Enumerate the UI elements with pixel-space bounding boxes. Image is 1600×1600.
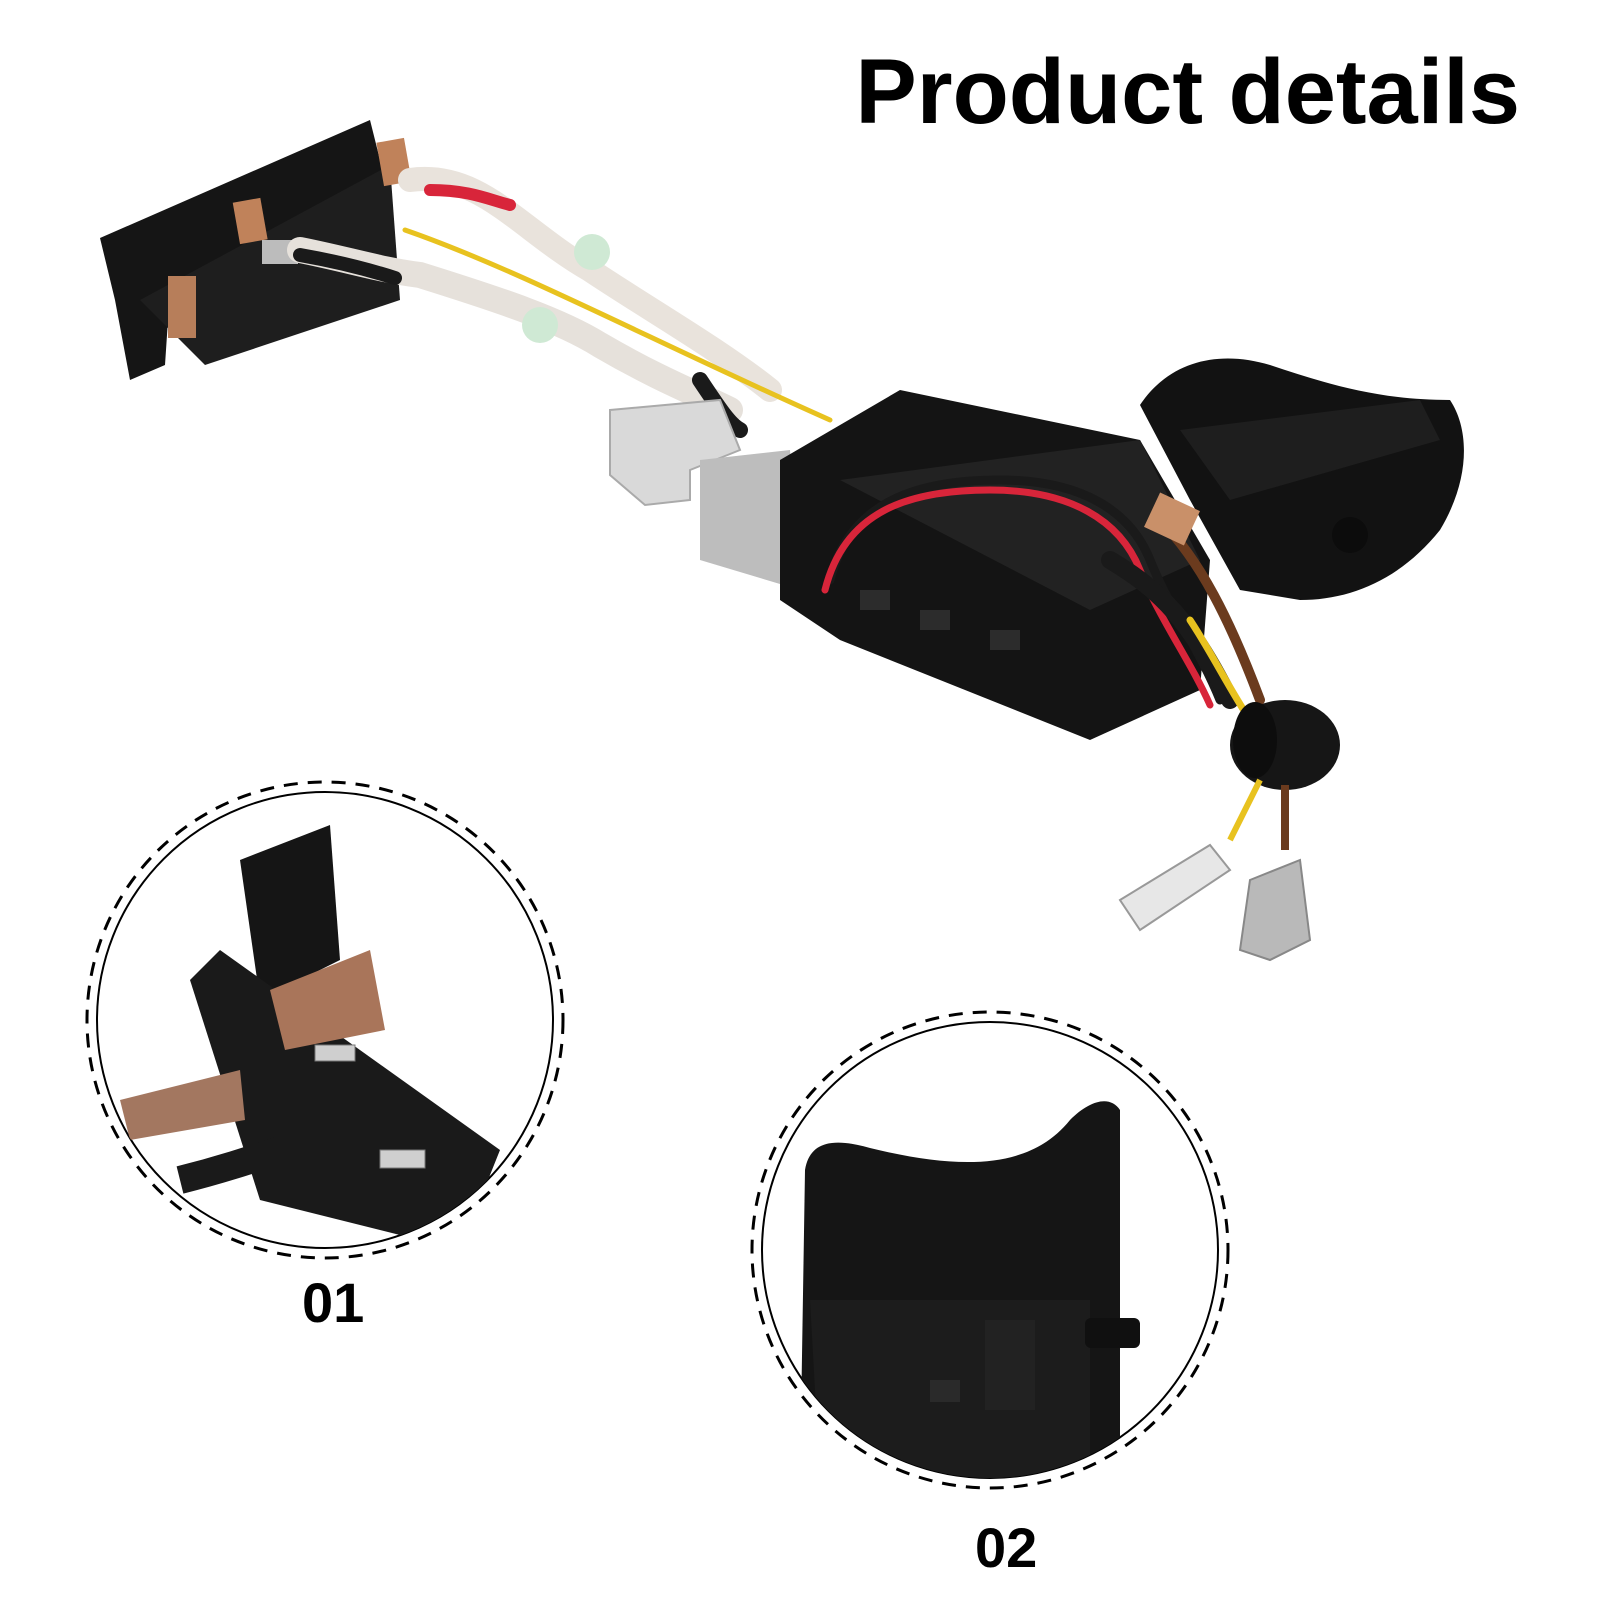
ferrite-bead xyxy=(1118,700,1340,962)
detail-02 xyxy=(750,1010,1230,1490)
housing-wires xyxy=(821,475,1265,724)
page-title: Product details xyxy=(855,41,1520,143)
terminal-bracket xyxy=(100,120,412,380)
wire-harness xyxy=(287,166,833,438)
switch-housing xyxy=(780,390,1210,740)
detail-label-01: 01 xyxy=(302,1271,365,1334)
metal-tab xyxy=(609,398,800,590)
dashed-ring-01 xyxy=(85,780,565,1260)
detail-01 xyxy=(85,780,565,1260)
detail-label-02: 02 xyxy=(975,1516,1038,1579)
dashed-ring-02 xyxy=(750,1010,1230,1490)
trigger xyxy=(1140,358,1464,600)
